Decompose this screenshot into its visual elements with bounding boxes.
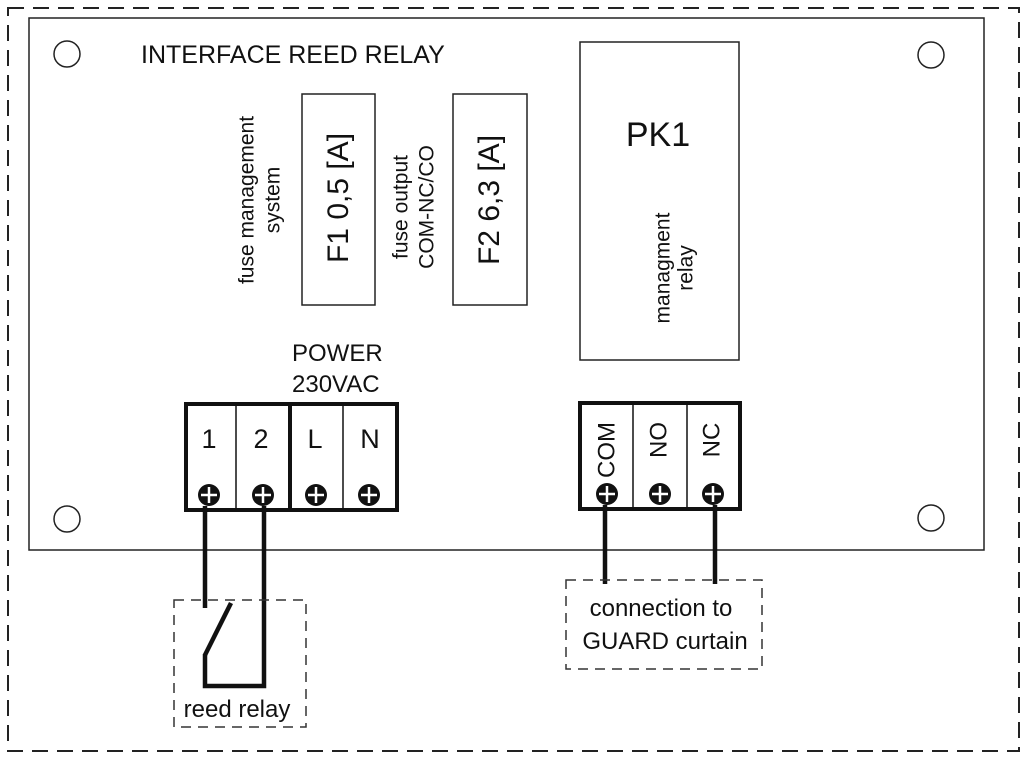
terminal-label-com: COM — [593, 422, 620, 478]
terminal-screw-n — [358, 484, 380, 506]
fuse2-label: F2 6,3 [A] — [473, 135, 506, 265]
right-terminal-block: COM NO NC — [578, 401, 742, 511]
terminal-label-1: 1 — [201, 424, 216, 454]
terminal-label-l: L — [307, 424, 322, 454]
terminal-screw-1 — [198, 484, 220, 506]
fuse1-box — [301, 93, 376, 306]
mounting-hole-bottom-right — [917, 504, 945, 532]
fuse1-caption-line1: fuse management — [236, 116, 259, 284]
pcb-board — [28, 17, 985, 551]
mounting-hole-top-left — [53, 40, 81, 68]
reed-relay-dashed-box — [173, 599, 307, 728]
power-label-line2: 230VAC — [292, 371, 380, 398]
mounting-hole-bottom-left — [53, 505, 81, 533]
terminal-label-n: N — [360, 424, 380, 454]
power-label-line1: POWER — [292, 340, 383, 367]
terminal-label-nc: NC — [698, 423, 725, 458]
reed-relay-label: reed relay — [184, 696, 291, 723]
guard-curtain-wiring — [602, 505, 718, 584]
fuse2-box — [452, 93, 528, 306]
fuse1-caption-line2: system — [262, 167, 285, 234]
guard-curtain-label-line2: GUARD curtain — [582, 628, 747, 655]
relay-caption-line1: managment — [652, 212, 675, 323]
reed-relay-wiring — [202, 506, 267, 689]
relay-caption-line2: relay — [675, 245, 698, 291]
terminal-screw-com — [596, 483, 618, 505]
fuse2-caption-line2: COM-NC/CO — [416, 145, 439, 269]
guard-curtain-label-line1: connection to — [590, 595, 733, 622]
fuse1-label: F1 0,5 [A] — [322, 133, 355, 263]
terminal-screw-no — [649, 483, 671, 505]
guard-curtain-dashed-box — [565, 579, 763, 670]
terminal-screw-2 — [252, 484, 274, 506]
terminal-label-2: 2 — [253, 424, 268, 454]
left-terminal-block: 1 2 L N — [184, 402, 399, 512]
terminal-screw-nc — [702, 483, 724, 505]
relay-title: PK1 — [626, 116, 690, 154]
mounting-hole-top-right — [917, 41, 945, 69]
relay-box — [579, 41, 740, 361]
terminal-screw-l — [305, 484, 327, 506]
enclosure-outline — [7, 7, 1020, 752]
board-title: INTERFACE REED RELAY — [141, 41, 445, 69]
terminal-label-no: NO — [645, 422, 672, 458]
fuse2-caption-line1: fuse output — [390, 155, 413, 259]
